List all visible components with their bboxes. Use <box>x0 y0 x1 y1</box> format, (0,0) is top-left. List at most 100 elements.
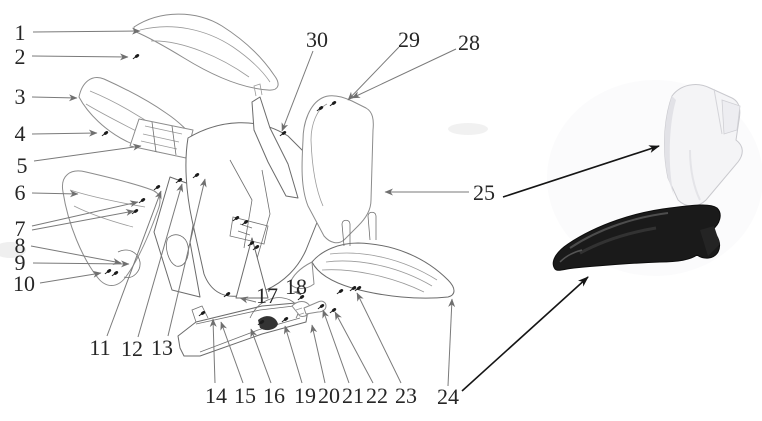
latch-hardware-outline <box>291 300 327 317</box>
leader-line-16 <box>250 328 272 384</box>
photo-pointer-arrows <box>461 145 660 392</box>
part-label-19: 19 <box>294 383 316 408</box>
part-label-5: 5 <box>17 153 28 178</box>
part-label-14: 14 <box>205 383 227 408</box>
leader-line-13 <box>167 178 207 337</box>
bolt-glyph <box>131 209 139 215</box>
bolt-glyph <box>329 308 337 314</box>
fender-photo <box>547 80 762 276</box>
part-label-12: 12 <box>121 336 143 361</box>
front-fender-outline <box>289 211 455 299</box>
leader-line-6 <box>31 190 79 198</box>
part-label-15: 15 <box>234 383 256 408</box>
part-label-3: 3 <box>15 84 26 109</box>
part-label-1: 1 <box>15 20 26 45</box>
leader-line-28 <box>351 48 457 99</box>
bolt-glyph <box>317 304 325 310</box>
bolt-glyph <box>153 185 161 191</box>
leader-line-7 <box>31 209 135 231</box>
leader-line-30 <box>281 50 314 132</box>
part-label-7: 7 <box>15 216 26 241</box>
leader-line-15 <box>220 321 244 384</box>
bolt-glyph <box>329 101 337 107</box>
white-fork-guard-photo <box>664 84 743 207</box>
part-label-25: 25 <box>473 180 495 205</box>
part-label-2: 2 <box>15 44 26 69</box>
leader-line-8 <box>30 245 122 265</box>
skid-plate-outline <box>177 297 309 357</box>
leader-line-10 <box>39 270 102 284</box>
leader-line-12 <box>137 183 184 338</box>
part-label-24: 24 <box>437 384 459 409</box>
leader-line-23 <box>356 292 402 384</box>
leader-line-11 <box>106 190 162 337</box>
bolt-glyph <box>111 271 119 277</box>
bolt-glyph <box>349 286 357 292</box>
part-label-11: 11 <box>89 335 110 360</box>
bolt-glyph <box>257 320 265 326</box>
leader-line-21 <box>322 309 350 384</box>
part-label-22: 22 <box>366 383 388 408</box>
black-front-fender-photo <box>552 204 721 271</box>
leader-line-3 <box>31 94 78 102</box>
part-label-16: 16 <box>263 383 285 408</box>
part-label-6: 6 <box>15 180 26 205</box>
bolt-glyph <box>252 245 260 251</box>
center-shroud-cluster-outline <box>153 83 325 299</box>
part-label-10: 10 <box>13 271 35 296</box>
bolt-glyph <box>247 241 255 247</box>
bolt-glyph <box>192 173 200 179</box>
left-shroud-outline <box>61 170 161 286</box>
part-label-8: 8 <box>15 233 26 258</box>
bolt-glyph <box>198 311 206 317</box>
part-label-17: 17 <box>256 283 278 308</box>
bolt-glyph <box>281 317 289 323</box>
bolt-glyph <box>336 289 344 295</box>
part-label-18: 18 <box>285 274 307 299</box>
number-plate-outline <box>301 95 374 244</box>
bolt-glyph <box>138 198 146 204</box>
leader-line-14 <box>209 318 217 384</box>
leader-line-18 <box>292 286 302 296</box>
part-label-20: 20 <box>318 383 340 408</box>
bolt-glyph <box>232 216 240 222</box>
bolt-glyph <box>175 178 183 184</box>
bolt-glyph <box>297 295 305 301</box>
leader-line-24 <box>447 298 456 387</box>
photo-arrow-2 <box>461 276 589 392</box>
part-label-21: 21 <box>342 383 364 408</box>
leader-line-2 <box>31 53 129 61</box>
seat-outline <box>133 13 279 91</box>
leader-line-4 <box>31 129 98 137</box>
bolt-glyph <box>316 106 324 112</box>
bolt-glyph <box>132 54 140 60</box>
part-label-29: 29 <box>398 27 420 52</box>
seat-bracket-outline <box>129 118 194 159</box>
bolt-glyph <box>241 220 249 226</box>
scan-smudges <box>0 123 488 258</box>
leader-line-19 <box>283 325 303 384</box>
leader-line-9 <box>32 260 130 268</box>
part-label-30: 30 <box>306 27 328 52</box>
bolt-glyph <box>279 131 287 137</box>
bolt-glyph <box>101 131 109 137</box>
bolt-glyph <box>104 269 112 275</box>
leader-line-20 <box>310 324 326 384</box>
part-label-23: 23 <box>395 383 417 408</box>
bolt-glyph <box>354 286 362 292</box>
leader-line-22 <box>334 311 374 384</box>
leader-line-17 <box>239 296 257 304</box>
leader-line-29 <box>347 46 400 101</box>
leader-lines <box>30 27 469 387</box>
part-label-9: 9 <box>15 250 26 275</box>
bolt-glyph <box>223 292 231 298</box>
leader-line-1 <box>32 27 141 35</box>
photo-arrow-1 <box>502 145 660 198</box>
leader-line-7 <box>31 200 139 227</box>
part-label-4: 4 <box>15 121 26 146</box>
part-label-13: 13 <box>151 335 173 360</box>
leader-line-5 <box>33 143 142 162</box>
